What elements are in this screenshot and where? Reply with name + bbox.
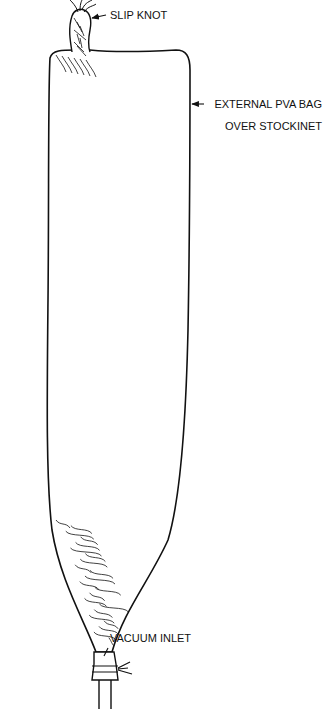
callout-label: SLIP KNOT xyxy=(110,4,167,26)
callout-label: EXTERNAL PVA BAG OVER STOCKINET xyxy=(206,93,322,137)
leader-slip-knot xyxy=(92,15,106,18)
leader-bag xyxy=(192,103,204,104)
knot-strings xyxy=(70,0,96,12)
vacuum-tube xyxy=(99,680,111,709)
slip-knot xyxy=(70,9,91,52)
pva-bag-outline xyxy=(47,50,190,652)
tie-cord xyxy=(92,662,132,674)
leader-vacuum-inlet xyxy=(104,648,108,656)
fabric-wrinkles xyxy=(56,18,128,646)
callout-label: VACUUM INLET xyxy=(110,627,191,649)
